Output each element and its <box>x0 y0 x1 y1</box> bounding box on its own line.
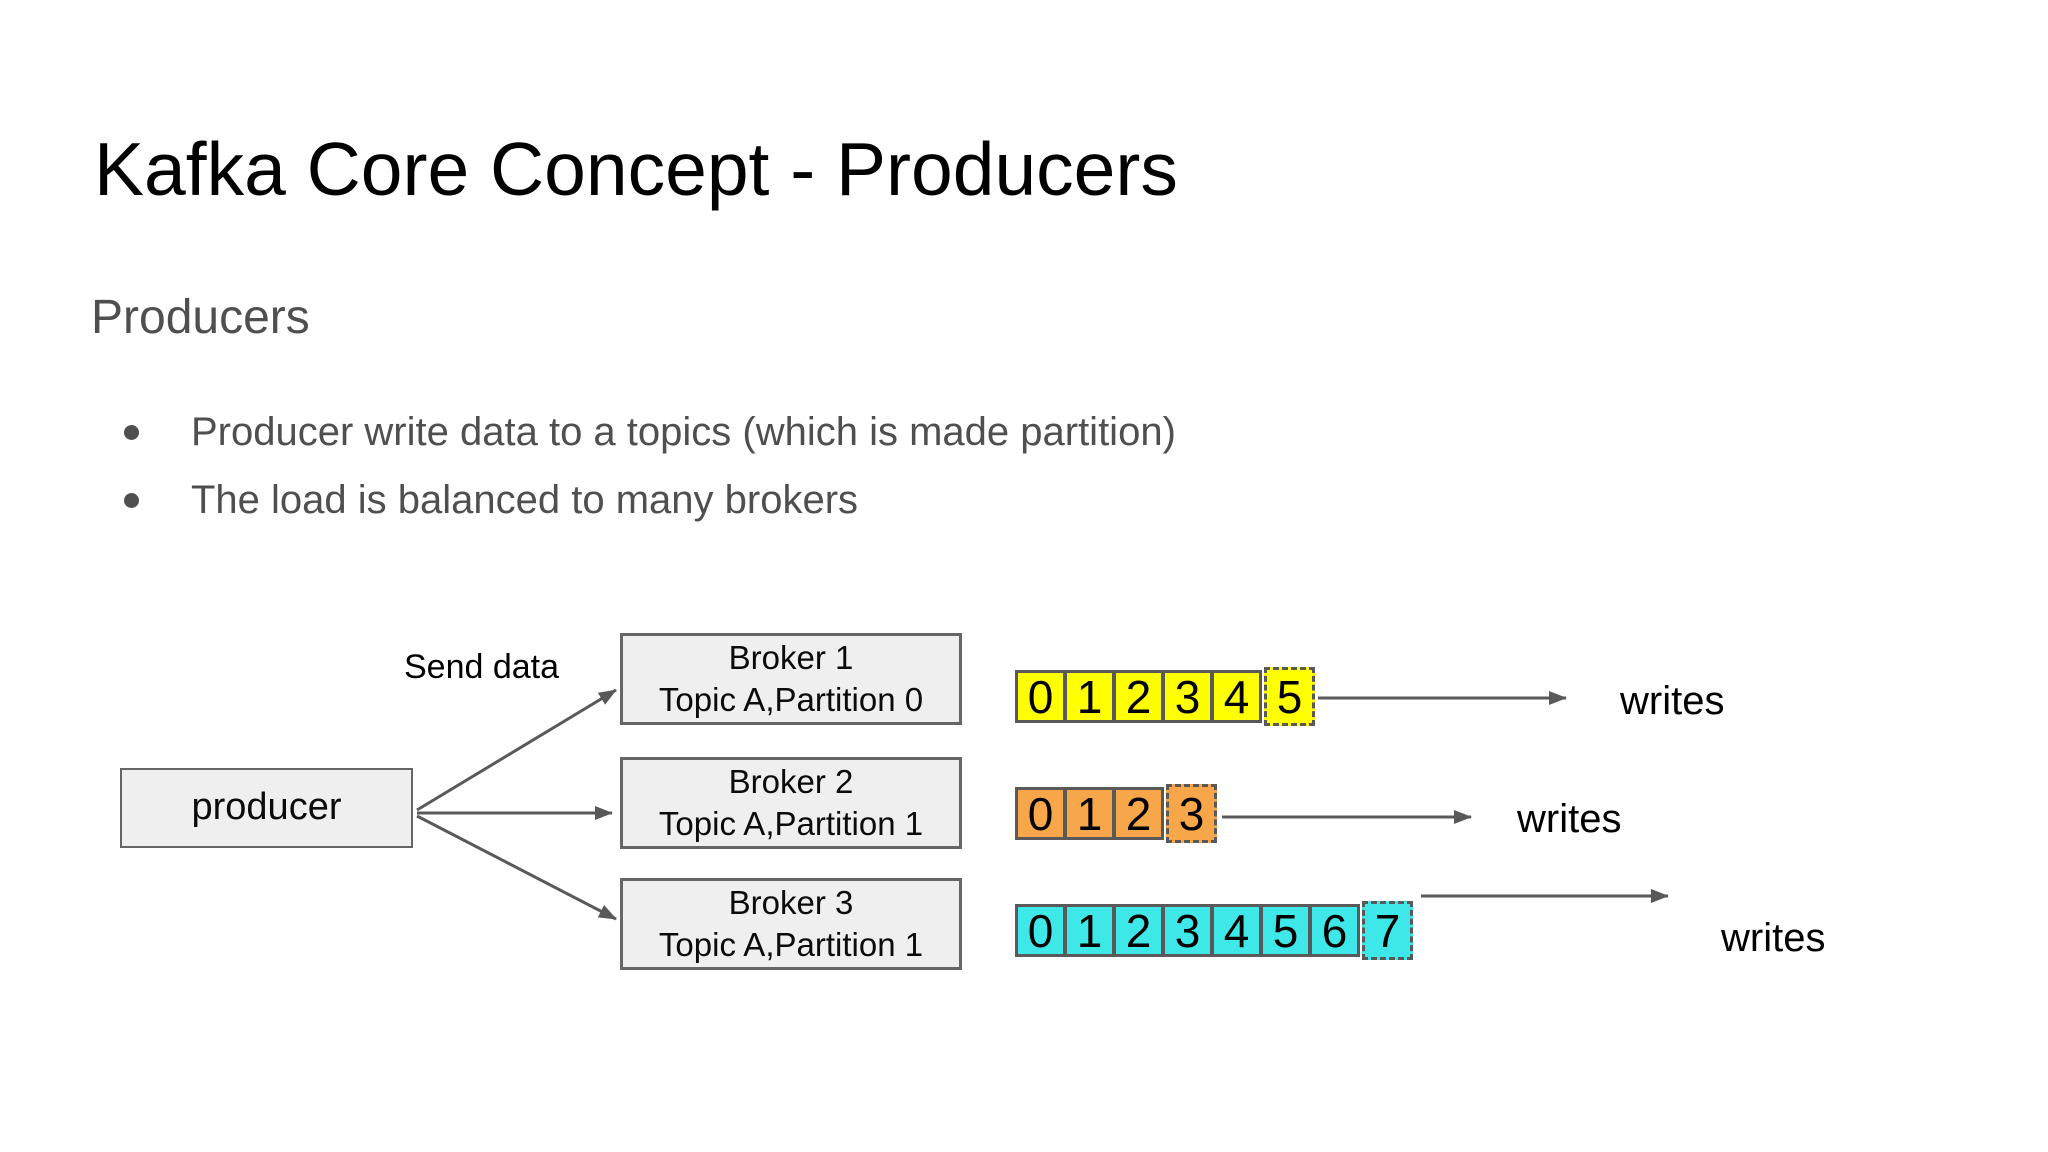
partition-cell: 2 <box>1113 904 1164 957</box>
producer-to-broker3-arrow <box>416 814 617 921</box>
broker-topic-partition: Topic A,Partition 0 <box>658 681 924 718</box>
partition-cell: 0 <box>1015 670 1066 723</box>
broker-topic-partition: Topic A,Partition 1 <box>658 805 924 842</box>
bullet-item: Producer write data to a topics (which i… <box>124 406 1176 458</box>
bullet-icon <box>124 424 139 440</box>
partition-cell: 4 <box>1211 670 1262 723</box>
partition-cell: 1 <box>1064 904 1115 957</box>
writes-label-1: writes <box>1620 679 1725 723</box>
send-data-label: Send data <box>404 648 560 686</box>
producer-label: producer <box>191 786 342 829</box>
partition-cell: 0 <box>1015 904 1066 957</box>
partition-cell: 2 <box>1113 787 1164 840</box>
writes-label-3: writes <box>1721 916 1826 960</box>
partition-cell: 3 <box>1162 670 1213 723</box>
broker1-node: Broker 1 Topic A,Partition 0 <box>620 633 962 725</box>
partition-cell: 0 <box>1015 787 1066 840</box>
bullet-text: Producer write data to a topics (which i… <box>191 409 1176 454</box>
partition-cell: 1 <box>1064 787 1115 840</box>
broker-topic-partition: Topic A,Partition 1 <box>658 926 924 963</box>
broker2-node: Broker 2 Topic A,Partition 1 <box>620 757 962 849</box>
partition-cell: 4 <box>1211 904 1262 957</box>
partition-cell: 6 <box>1309 904 1360 957</box>
partition-cell-pending: 7 <box>1362 901 1413 960</box>
page-title: Kafka Core Concept - Producers <box>94 127 1178 211</box>
partition-cell: 3 <box>1162 904 1213 957</box>
bullet-text: The load is balanced to many brokers <box>191 477 859 522</box>
partition-cell-pending: 5 <box>1264 667 1315 726</box>
writes-label-2: writes <box>1517 797 1622 841</box>
partition-cell: 5 <box>1260 904 1311 957</box>
broker-name: Broker 2 <box>728 763 854 801</box>
producer-to-broker1-arrow <box>416 688 617 812</box>
broker-name: Broker 3 <box>728 884 854 922</box>
broker-name: Broker 1 <box>728 639 854 677</box>
bullet-icon <box>124 492 139 508</box>
partition-cell: 1 <box>1064 670 1115 723</box>
section-label: Producers <box>91 291 310 344</box>
broker3-node: Broker 3 Topic A,Partition 1 <box>620 878 962 970</box>
producer-node: producer <box>120 768 413 848</box>
bullet-item: The load is balanced to many brokers <box>124 474 858 526</box>
partition-cell-pending: 3 <box>1166 784 1217 843</box>
partition-cell: 2 <box>1113 670 1164 723</box>
